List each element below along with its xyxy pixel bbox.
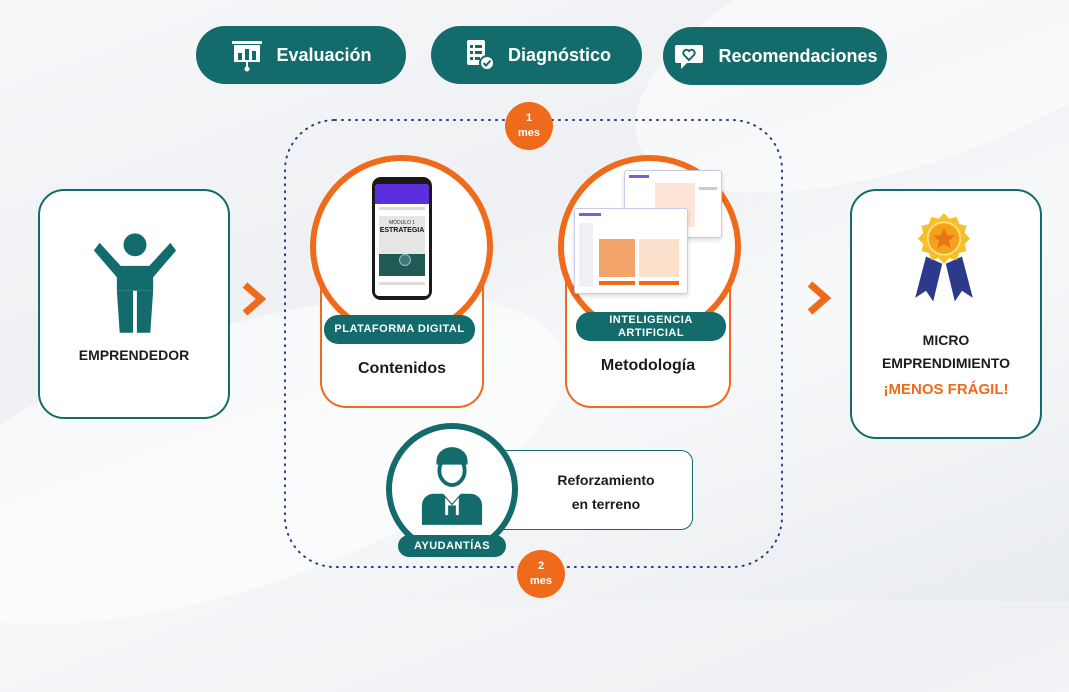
pill-label: Diagnóstico bbox=[507, 44, 611, 65]
micro-emprendimiento-label: MICRO EMPRENDIMIENTO ¡MENOS FRÁGIL! bbox=[852, 329, 1040, 401]
phone-screen-header bbox=[375, 184, 429, 204]
plataforma-tag: PLATAFORMA DIGITAL bbox=[324, 315, 475, 344]
ayudantias-tag: AYUDANTÍAS bbox=[398, 535, 506, 557]
contenidos-title: Contenidos bbox=[358, 360, 446, 377]
metodologia-title: Metodología bbox=[600, 357, 696, 374]
ia-screenshot-front bbox=[574, 208, 688, 294]
reforzamiento-text: Reforzamiento en terreno bbox=[557, 472, 655, 512]
pill-label: Recomendaciones bbox=[718, 45, 878, 66]
emprendedor-card: EMPRENDEDOR bbox=[38, 189, 230, 419]
award-medal-icon bbox=[915, 213, 973, 302]
menos-fragil-text: ¡MENOS FRÁGIL! bbox=[883, 381, 1009, 398]
micro-emprendimiento-card: MICRO EMPRENDIMIENTO ¡MENOS FRÁGIL! bbox=[850, 189, 1042, 439]
phone-screen: MÓDULO 1 ESTRATEGIA bbox=[375, 184, 429, 296]
phone-module-card: MÓDULO 1 ESTRATEGIA bbox=[379, 216, 425, 276]
recomendaciones-pill: Recomendaciones bbox=[663, 27, 887, 85]
evaluacion-pill: Evaluación bbox=[196, 26, 406, 84]
pill-label: Evaluación bbox=[276, 44, 372, 65]
advisor-person-icon bbox=[421, 447, 483, 525]
heart-chat-icon bbox=[675, 45, 704, 69]
diagnostico-pill: Diagnóstico bbox=[431, 26, 642, 84]
phone-mockup: MÓDULO 1 ESTRATEGIA bbox=[372, 177, 432, 300]
checklist-document-icon bbox=[466, 40, 495, 71]
chevron-right-icon bbox=[807, 281, 832, 315]
presentation-chart-icon bbox=[232, 41, 263, 72]
duration-badge-top: 1 mes bbox=[505, 102, 553, 150]
emprendedor-label: EMPRENDEDOR bbox=[78, 347, 190, 363]
chevron-right-icon bbox=[242, 282, 267, 316]
ia-tag: INTELIGENCIA ARTIFICIAL bbox=[576, 312, 726, 341]
duration-badge-bottom: 2 mes bbox=[517, 550, 565, 598]
person-arms-up-icon bbox=[93, 233, 177, 333]
